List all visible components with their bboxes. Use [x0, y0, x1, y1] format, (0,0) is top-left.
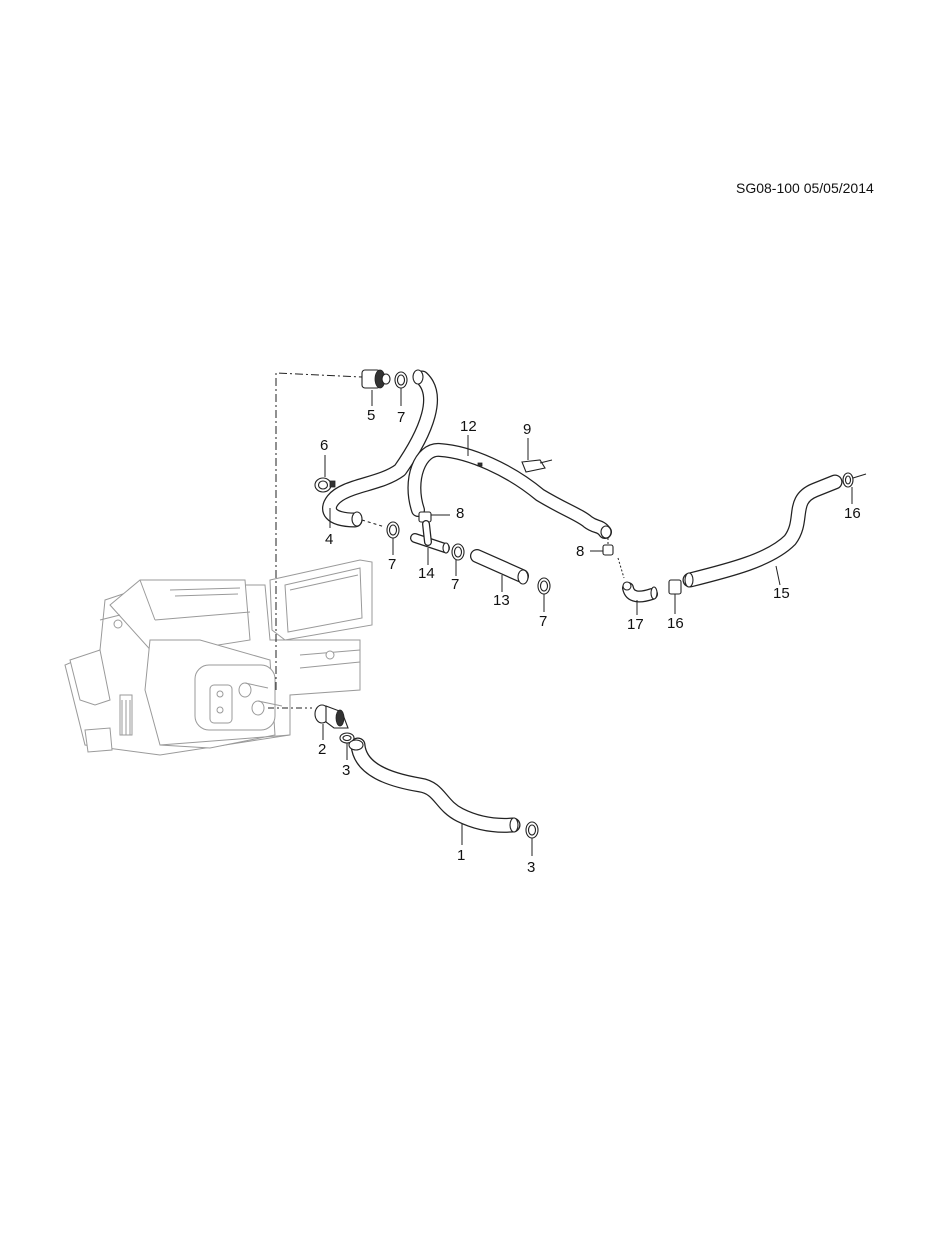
tee-14	[410, 520, 450, 565]
callout-7-mid: 7	[451, 576, 459, 593]
callout-8-left: 8	[456, 505, 464, 522]
callout-3-upper: 3	[342, 762, 350, 779]
reference-code: SG08-100 05/05/2014	[736, 180, 874, 196]
callout-4: 4	[325, 531, 333, 548]
callout-14: 14	[418, 565, 435, 582]
clamp-16-upper	[842, 472, 867, 504]
callout-7-right: 7	[539, 613, 547, 630]
callout-17: 17	[627, 616, 644, 633]
callout-6: 6	[320, 437, 328, 454]
clamp-7-right	[537, 577, 551, 612]
hose-13	[470, 549, 529, 592]
clamp-3-upper	[339, 732, 355, 760]
clamp-6	[314, 455, 336, 493]
elbow-17	[617, 557, 658, 615]
callout-5: 5	[367, 407, 375, 424]
callout-7-left: 7	[388, 556, 396, 573]
clamp-8-right	[590, 538, 614, 556]
callout-12: 12	[460, 418, 477, 435]
clip-9	[521, 438, 553, 473]
clamp-7-mid	[451, 543, 465, 576]
fitting-5	[361, 369, 391, 406]
callout-7-top: 7	[397, 409, 405, 426]
callout-1: 1	[457, 847, 465, 864]
connection-leader-line	[275, 372, 363, 690]
clamp-16-lower	[668, 579, 682, 614]
callout-16-lower: 16	[667, 615, 684, 632]
clamp-8-left	[418, 511, 450, 523]
heater-module	[64, 559, 373, 756]
callout-3-lower: 3	[527, 859, 535, 876]
callout-16-upper: 16	[844, 505, 861, 522]
hose-1	[348, 737, 521, 845]
callout-13: 13	[493, 592, 510, 609]
clamp-7-left	[386, 521, 400, 555]
callout-15: 15	[773, 585, 790, 602]
callout-8-right: 8	[576, 543, 584, 560]
clamp-7-top	[394, 371, 408, 406]
callout-9: 9	[523, 421, 531, 438]
callout-2: 2	[318, 741, 326, 758]
clamp-3-lower	[525, 821, 539, 856]
hose-12	[407, 435, 612, 539]
hose-15	[682, 474, 843, 588]
fitting-2	[314, 704, 349, 740]
